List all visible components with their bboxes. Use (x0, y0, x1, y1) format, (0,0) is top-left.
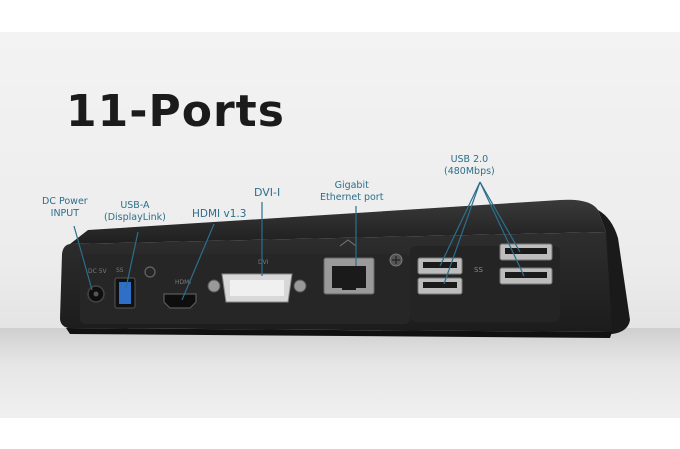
callout-dc-power-line1: DC Power (42, 196, 88, 207)
callout-usb-a: USB-A (DisplayLink) (104, 200, 166, 224)
floor-surface (0, 328, 680, 418)
dc-power-jack-pin (93, 291, 99, 297)
callout-usb2: USB 2.0 (480Mbps) (444, 154, 495, 178)
callout-hdmi: HDMI v1.3 (192, 208, 247, 220)
ethernet-socket (332, 266, 366, 288)
leader-hdmi (181, 223, 215, 301)
callout-usb2-line2: (480Mbps) (444, 166, 495, 177)
callout-dvi: DVI-I (254, 186, 281, 199)
callout-ethernet: Gigabit Ethernet port (320, 180, 383, 204)
docking-station: DC 5V SS HDMI DVI SS (60, 181, 630, 338)
hdmi-device-label: HDMI (175, 279, 191, 286)
product-photo: 11-Ports DC Power INPUT USB-A (DisplayLi… (0, 32, 680, 418)
dc-label: DC 5V (88, 268, 108, 275)
usb2-port-4-tongue (505, 272, 547, 278)
ethernet-latch (342, 284, 356, 290)
network-icon (339, 239, 357, 247)
callout-usb-a-line1: USB-A (120, 200, 150, 211)
callout-lines (73, 181, 525, 301)
usb2-port-3-tongue (505, 248, 547, 254)
dock-top-surface (70, 199, 606, 244)
dvi-device-label: DVI (258, 259, 269, 266)
headline: 11-Ports (66, 86, 285, 137)
leader-dc (73, 225, 93, 291)
usb2-port-2-tongue (423, 282, 457, 288)
leader-usb2-a (439, 181, 481, 267)
leader-usb2-c (479, 181, 521, 253)
leader-usb-a (125, 231, 139, 289)
callout-usb2-line1: USB 2.0 (450, 154, 489, 165)
usb-a-ss-label: SS (116, 267, 124, 274)
usb-a-blue-tongue (119, 282, 131, 304)
hdmi-port (163, 293, 197, 309)
dvi-screw-right (293, 279, 307, 293)
lock-slot-icon (144, 266, 156, 278)
callout-usb-a-line2: (DisplayLink) (104, 212, 166, 223)
screw-cross (392, 256, 400, 264)
leader-usb2-b (443, 181, 481, 285)
dvi-pin-block (230, 280, 284, 296)
dock-base (66, 328, 612, 338)
callout-ethernet-line1: Gigabit (334, 180, 369, 191)
callout-dc-power: DC Power INPUT (42, 196, 88, 220)
dvi-screw-left (207, 279, 221, 293)
callout-dc-power-line2: INPUT (50, 208, 80, 219)
leader-usb2-d (479, 181, 525, 277)
callout-ethernet-line2: Ethernet port (320, 192, 384, 203)
ss-label: SS (474, 266, 483, 274)
